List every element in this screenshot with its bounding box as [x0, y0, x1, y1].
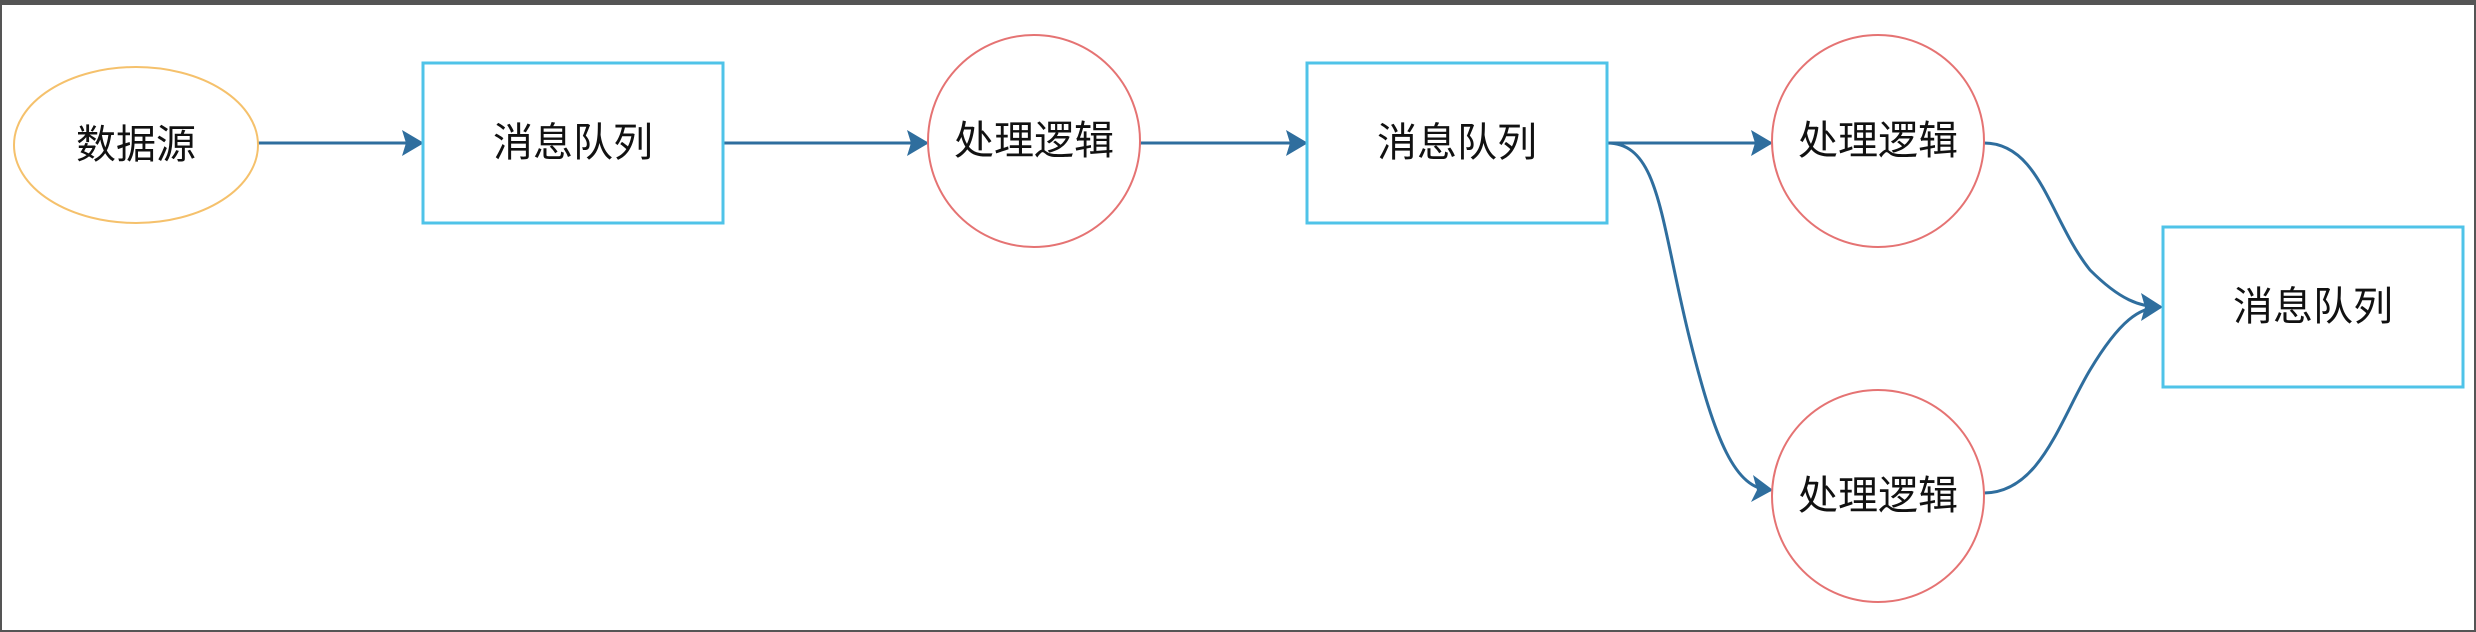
node-label-queue-2: 消息队列	[1377, 120, 1537, 166]
arrowhead-queue-2	[1286, 130, 1308, 156]
process-1-circle	[927, 34, 1141, 248]
node-label-queue-3: 消息队列	[2233, 284, 2393, 330]
edges-layer	[258, 141, 2162, 495]
node-label-queue-1: 消息队列	[493, 120, 653, 166]
source-ellipse	[13, 66, 259, 224]
process-3-circle	[1771, 389, 1985, 603]
arrowhead-process-1	[907, 130, 929, 156]
arrowhead-queue-1	[402, 130, 424, 156]
edge-process-2-to-queue-3	[1983, 141, 2162, 309]
arrowhead-process-2	[1751, 130, 1773, 156]
node-label-process-1: 处理逻辑	[954, 118, 1114, 164]
node-process-1[interactable]: 处理逻辑	[927, 34, 1141, 248]
node-label-process-2: 处理逻辑	[1798, 118, 1958, 164]
node-source[interactable]: 数据源	[13, 66, 259, 224]
arrowhead-process-3	[1751, 475, 1773, 502]
edge-queue-2-to-process-3	[1606, 141, 1772, 492]
node-queue-1[interactable]: 消息队列	[421, 61, 725, 225]
node-process-3[interactable]: 处理逻辑	[1771, 389, 1985, 603]
queue-3-box	[2161, 225, 2465, 389]
node-queue-2[interactable]: 消息队列	[1305, 61, 1609, 225]
node-label-process-3: 处理逻辑	[1798, 473, 1958, 519]
arrows-layer	[402, 130, 2163, 502]
edge-process-3-to-queue-3	[1983, 305, 2162, 495]
node-process-2[interactable]: 处理逻辑	[1771, 34, 1985, 248]
queue-2-box	[1305, 61, 1609, 225]
process-2-circle	[1771, 34, 1985, 248]
nodes-layer: 数据源 消息队列 处理逻辑 消息队列 处理逻辑 处理逻辑 消息队列	[13, 34, 2465, 603]
queue-1-box	[421, 61, 725, 225]
node-queue-3[interactable]: 消息队列	[2161, 225, 2465, 389]
node-label-source: 数据源	[76, 122, 196, 168]
arrowhead-queue-3	[2141, 293, 2163, 321]
